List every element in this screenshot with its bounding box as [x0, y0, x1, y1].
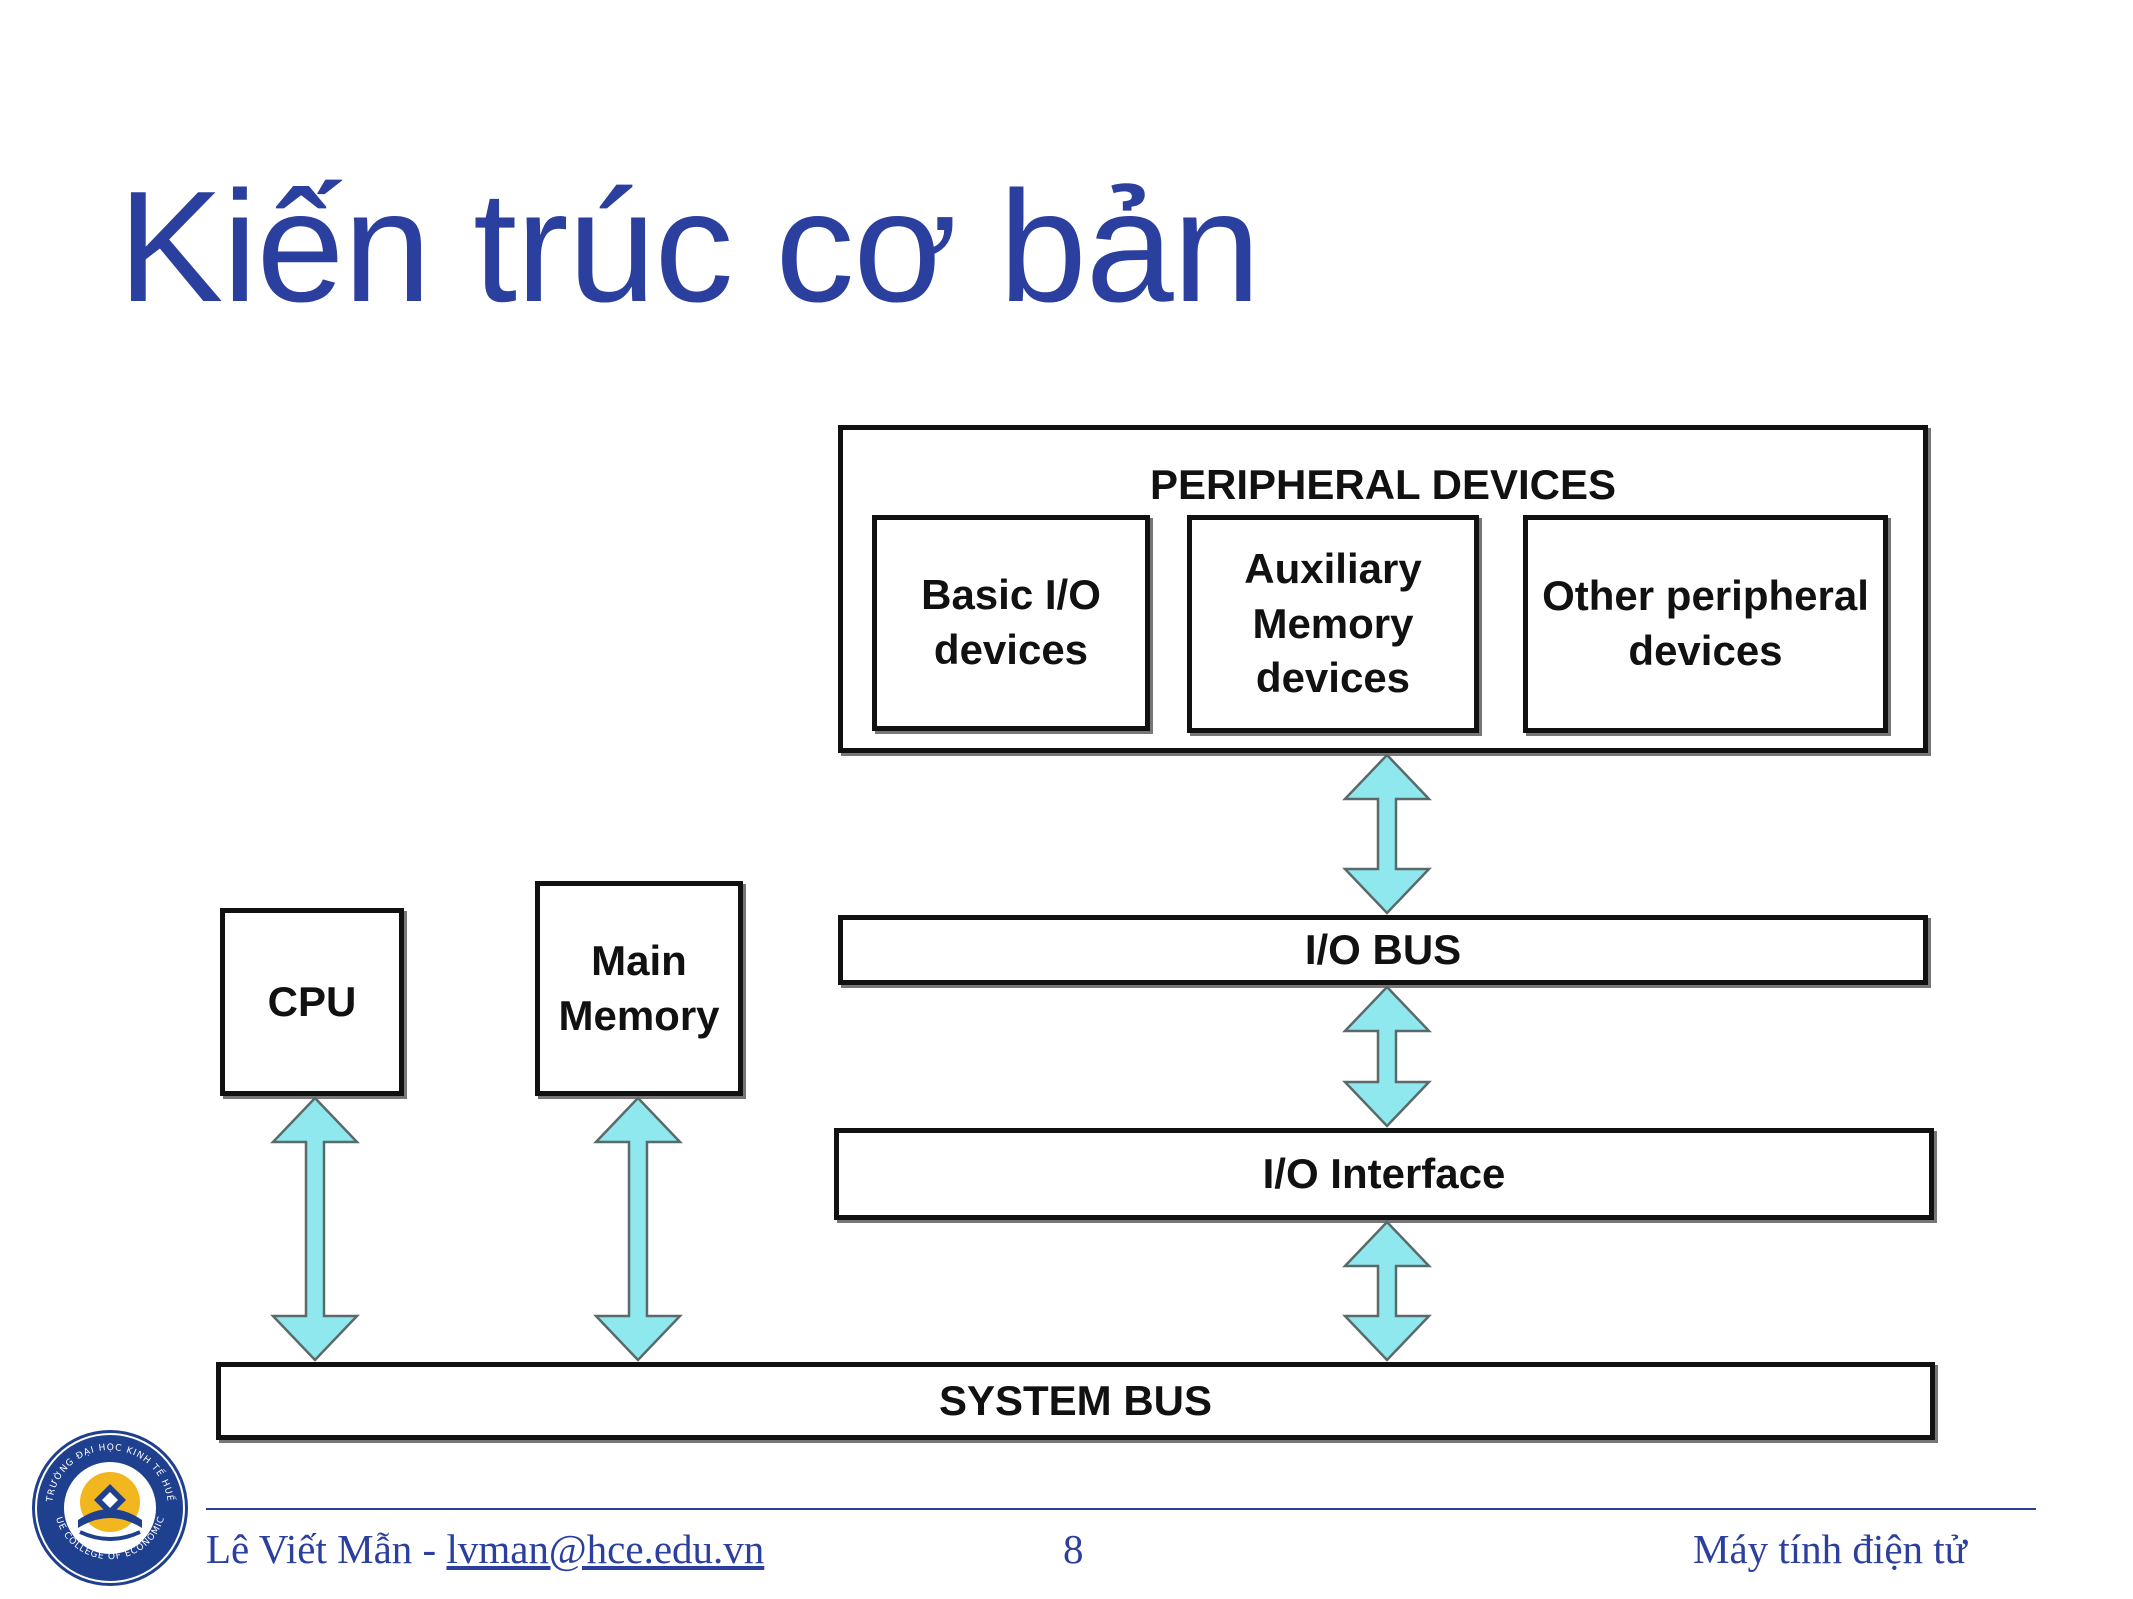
- university-seal-icon: TRƯỜNG ĐẠI HỌC KINH TẾ HUẾ HUE COLLEGE O…: [30, 1428, 188, 1586]
- peripheral-devices-label: PERIPHERAL DEVICES: [1150, 461, 1616, 508]
- auxiliary-memory-devices-label: Auxiliary Memory devices: [1244, 545, 1422, 702]
- basic-io-devices-label: Basic I/O devices: [921, 571, 1101, 673]
- io-bus-label: I/O BUS: [1304, 925, 1462, 973]
- footer-author-name: Lê Viết Mẫn -: [206, 1526, 447, 1572]
- io-interface-box: I/O Interface: [834, 1128, 1934, 1220]
- main-memory-box: Main Memory: [535, 881, 743, 1096]
- basic-io-devices-box: Basic I/O devices: [872, 515, 1150, 731]
- memory-system-bus-arrow: [593, 1096, 683, 1362]
- cpu-system-bus-arrow: [270, 1096, 360, 1362]
- auxiliary-memory-devices-box: Auxiliary Memory devices: [1187, 515, 1479, 733]
- footer-author: Lê Viết Mẫn - lvman@hce.edu.vn: [206, 1525, 764, 1573]
- footer-course-title: Máy tính điện tử: [1693, 1526, 1967, 1572]
- io-interface-label: I/O Interface: [1262, 1149, 1506, 1197]
- peripheral-io-bus-arrow: [1342, 753, 1432, 915]
- cpu-box: CPU: [220, 908, 404, 1096]
- interface-system-bus-arrow: [1342, 1220, 1432, 1362]
- cpu-label: CPU: [267, 977, 357, 1025]
- page-number: 8: [1063, 1526, 1084, 1572]
- io-bus-interface-arrow: [1342, 985, 1432, 1128]
- footer-email-link[interactable]: lvman@hce.edu.vn: [446, 1526, 765, 1572]
- io-bus-box: I/O BUS: [838, 915, 1928, 985]
- main-memory-label: Main Memory: [558, 936, 720, 1039]
- page-title: Kiến trúc cơ bản: [118, 159, 1261, 335]
- footer-divider: [206, 1508, 2036, 1510]
- system-bus-label: SYSTEM BUS: [938, 1376, 1213, 1424]
- system-bus-box: SYSTEM BUS: [216, 1362, 1935, 1440]
- other-peripheral-devices-box: Other peripheral devices: [1523, 515, 1888, 733]
- other-peripheral-devices-label: Other peripheral devices: [1542, 572, 1869, 674]
